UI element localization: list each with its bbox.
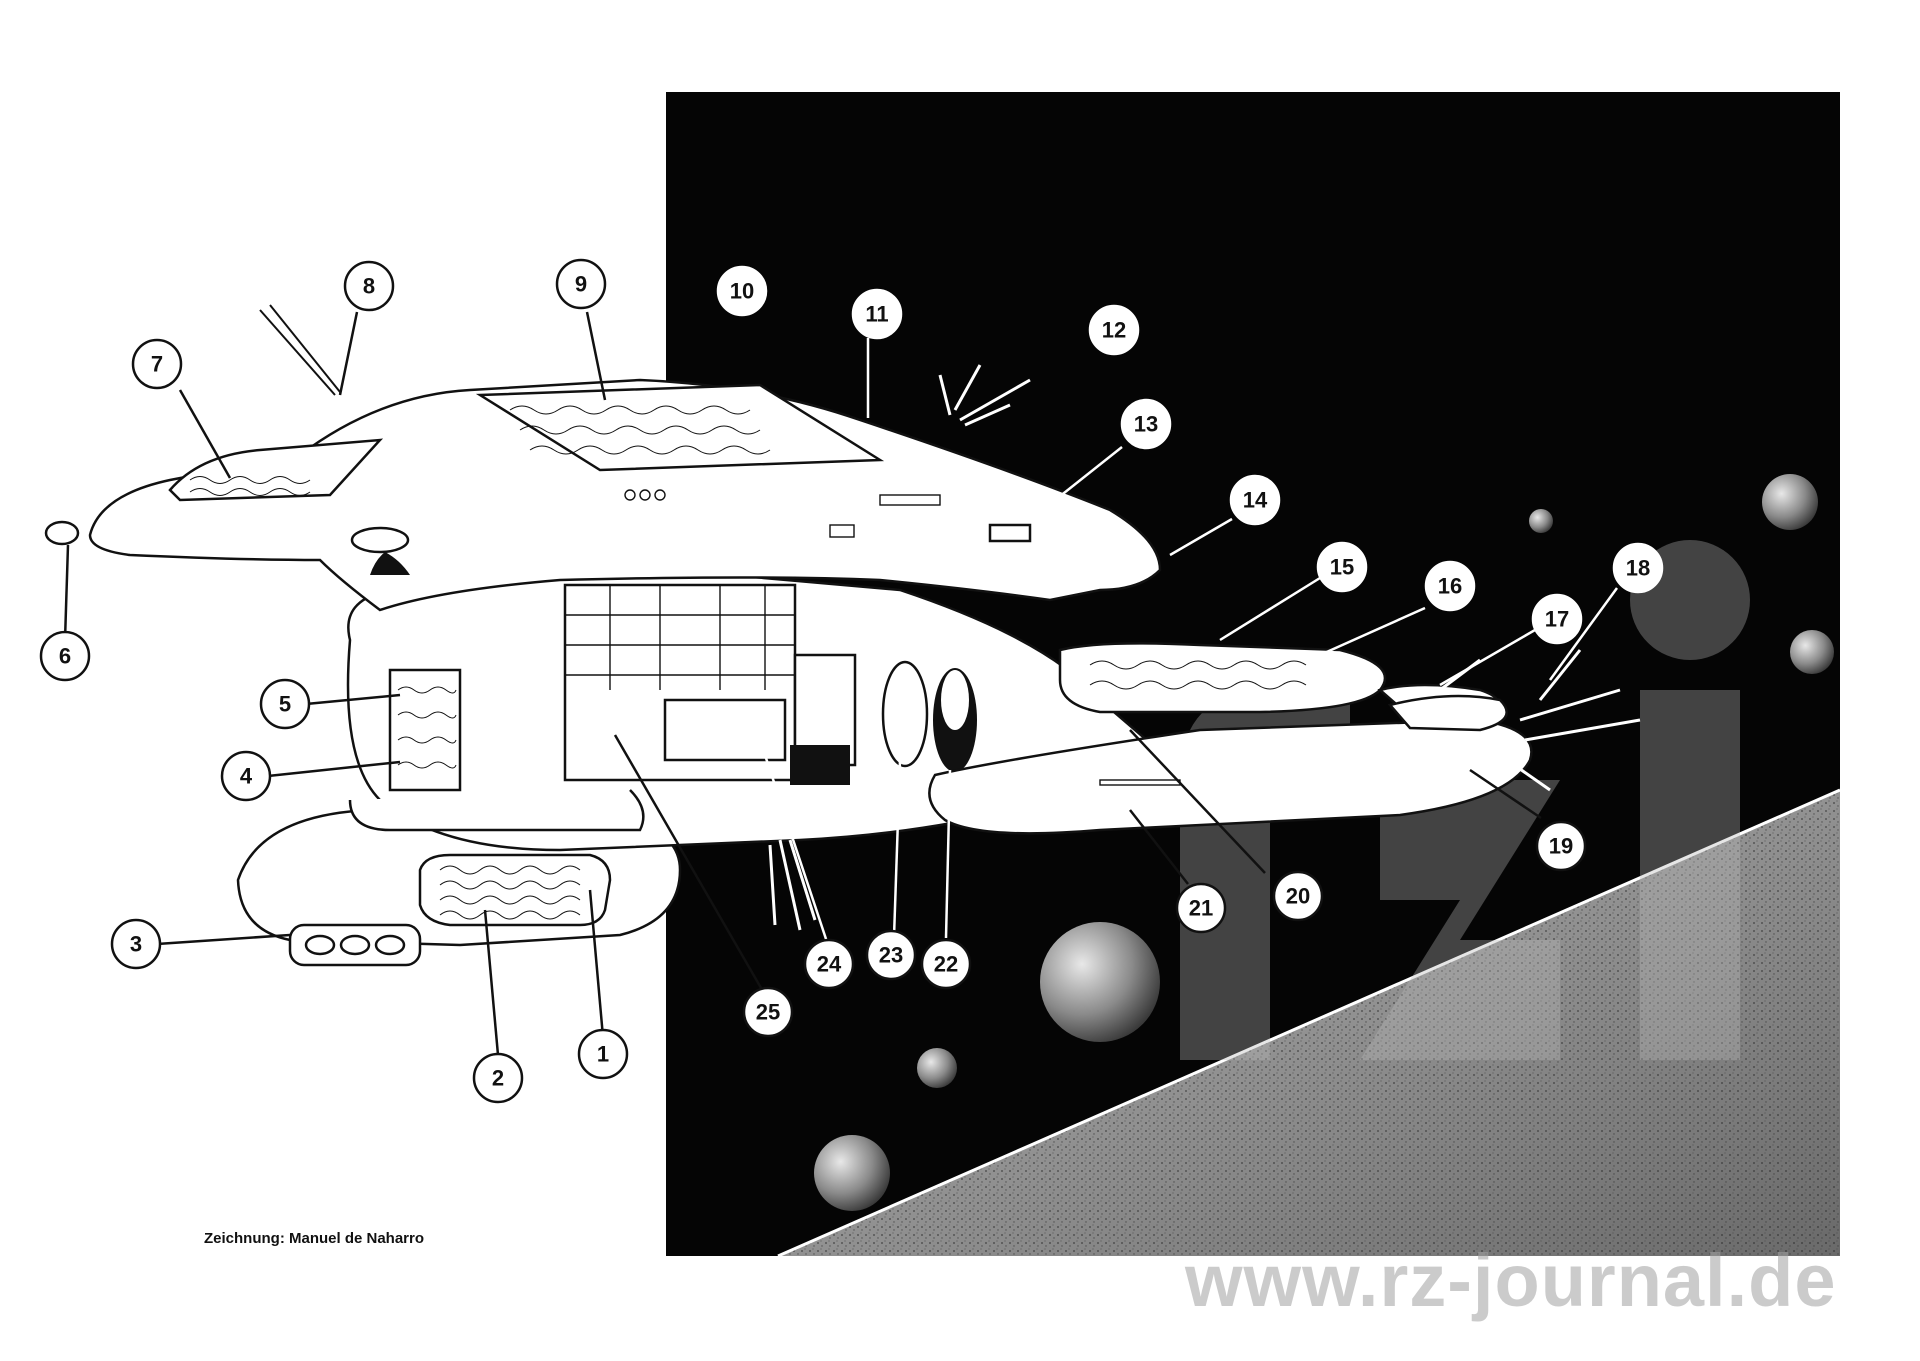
svg-text:11: 11 xyxy=(865,302,888,327)
moon-right-mid xyxy=(1790,630,1834,674)
svg-text:17: 17 xyxy=(1545,607,1569,632)
callout-3: 3 xyxy=(110,918,162,970)
moon-tiny xyxy=(1529,509,1553,533)
svg-text:3: 3 xyxy=(130,932,142,957)
callout-4: 4 xyxy=(220,750,272,802)
callout-8: 8 xyxy=(343,260,395,312)
svg-text:24: 24 xyxy=(817,952,842,977)
svg-text:18: 18 xyxy=(1626,556,1650,581)
svg-text:13: 13 xyxy=(1134,412,1158,437)
callout-2: 2 xyxy=(472,1052,524,1104)
svg-text:20: 20 xyxy=(1286,884,1310,909)
svg-text:5: 5 xyxy=(279,692,291,717)
callout-17: 17 xyxy=(1531,593,1583,645)
moon-large xyxy=(1040,922,1160,1042)
svg-text:16: 16 xyxy=(1438,574,1462,599)
callout-5: 5 xyxy=(259,678,311,730)
svg-text:23: 23 xyxy=(879,943,903,968)
callout-22: 22 xyxy=(920,938,972,990)
cargo-hatch xyxy=(790,745,850,785)
leader-lines xyxy=(63,311,1619,1056)
aft-section xyxy=(928,642,1641,835)
moons xyxy=(814,474,1834,1211)
callout-10: 10 xyxy=(716,265,768,317)
svg-text:14: 14 xyxy=(1243,488,1268,513)
planet-surface xyxy=(777,788,1841,1258)
svg-text:9: 9 xyxy=(575,272,587,297)
spaceship xyxy=(44,304,1641,967)
moon-right-upper xyxy=(1762,474,1818,530)
upper-hull xyxy=(44,304,1181,786)
svg-text:4: 4 xyxy=(240,764,253,789)
watermark-url: www.rz-journal.de xyxy=(1185,1239,1837,1322)
svg-text:8: 8 xyxy=(363,274,375,299)
callout-23: 23 xyxy=(865,929,917,981)
callout-6: 6 xyxy=(39,630,91,682)
svg-text:1: 1 xyxy=(597,1042,609,1067)
moon-small-mid xyxy=(917,1048,957,1088)
callout-18: 18 xyxy=(1612,542,1664,594)
svg-text:2: 2 xyxy=(492,1066,504,1091)
svg-text:22: 22 xyxy=(934,952,958,977)
callout-16: 16 xyxy=(1424,560,1476,612)
moon-bottom xyxy=(814,1135,890,1211)
illustration-credit: Zeichnung: Manuel de Naharro xyxy=(204,1230,425,1247)
callout-21: 21 xyxy=(1175,882,1227,934)
ventral-antennas xyxy=(768,839,817,931)
svg-text:15: 15 xyxy=(1330,555,1354,580)
callout-13: 13 xyxy=(1120,398,1172,450)
callout-11: 11 xyxy=(851,288,903,340)
callout-7: 7 xyxy=(131,338,183,390)
svg-text:19: 19 xyxy=(1549,834,1573,859)
svg-text:25: 25 xyxy=(756,1000,780,1025)
callout-9: 9 xyxy=(555,258,607,310)
callout-20: 20 xyxy=(1272,870,1324,922)
callout-12: 12 xyxy=(1088,304,1140,356)
svg-text:21: 21 xyxy=(1189,896,1213,921)
callout-25: 25 xyxy=(742,986,794,1038)
svg-text:7: 7 xyxy=(151,352,163,377)
svg-text:6: 6 xyxy=(59,644,71,669)
callout-1: 1 xyxy=(577,1028,629,1080)
callout-24: 24 xyxy=(803,938,855,990)
callout-14: 14 xyxy=(1229,474,1281,526)
svg-text:10: 10 xyxy=(730,279,754,304)
callout-15: 15 xyxy=(1316,541,1368,593)
callout-19: 19 xyxy=(1535,820,1587,872)
svg-text:12: 12 xyxy=(1102,318,1126,343)
